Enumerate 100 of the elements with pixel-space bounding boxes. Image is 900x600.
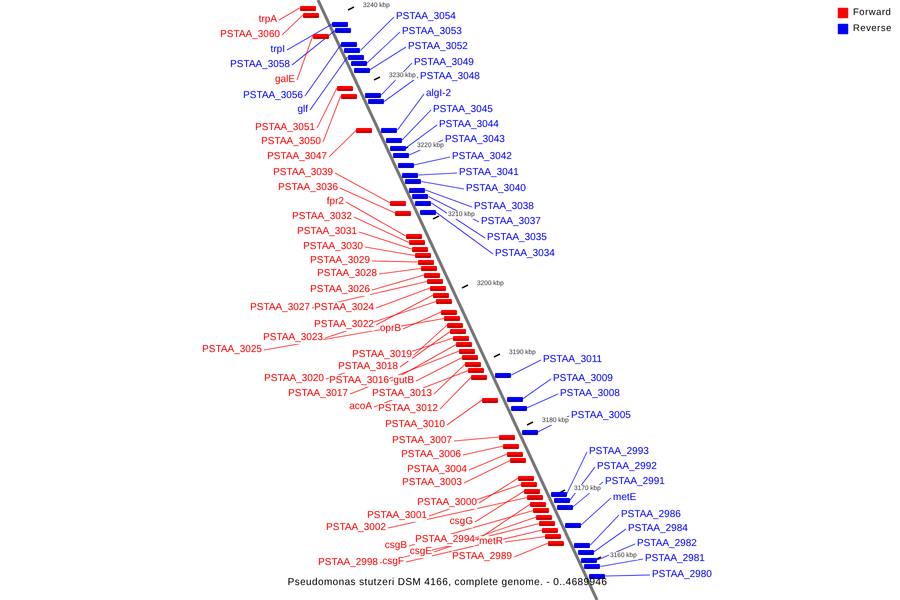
leader-line — [328, 130, 357, 158]
gene-block — [507, 452, 524, 456]
leader-line — [504, 536, 546, 542]
leader-line — [522, 378, 552, 400]
gene-block — [556, 504, 573, 510]
gene-block — [456, 342, 472, 347]
gene-label: PSTAA_3028 — [317, 268, 377, 280]
gene-label: PSTAA_3049 — [414, 57, 474, 69]
leader-line — [440, 376, 472, 410]
gene-block — [441, 310, 458, 314]
leader-line — [322, 96, 342, 142]
gene-block — [350, 61, 367, 66]
leader-line — [358, 232, 412, 250]
gene-block — [393, 152, 410, 158]
leader-line — [366, 32, 400, 64]
leader-line — [514, 542, 549, 558]
gene-block — [459, 348, 476, 354]
gene-label: PSTAA_3043 — [445, 134, 505, 146]
gene-block — [409, 188, 426, 192]
gene-block — [550, 492, 567, 496]
gene-label: PSTAA_3013 — [372, 388, 432, 400]
leader-line — [390, 344, 457, 382]
gene-block — [462, 355, 478, 360]
gene-label: PSTAA_2993 — [589, 446, 649, 458]
gene-label: PSTAA_3048 — [420, 71, 480, 83]
gene-block — [499, 434, 516, 440]
leader-line — [376, 288, 430, 308]
gene-block — [356, 128, 372, 132]
leader-line — [435, 212, 494, 254]
gene-block — [578, 550, 594, 554]
gene-block — [312, 34, 329, 38]
gene-block — [522, 430, 538, 434]
leader-line — [296, 36, 314, 80]
gene-label: PSTAA_3010 — [385, 419, 445, 431]
gene-label: metR — [479, 536, 503, 548]
gene-label: csgB — [384, 540, 407, 552]
gene-block — [368, 99, 384, 104]
leader-line — [316, 88, 338, 128]
gene-label: PSTAA_3052 — [408, 41, 468, 53]
gene-label: PSTAA_3016 — [329, 375, 389, 387]
gene-label: PSTAA_3051 — [255, 122, 315, 134]
gene-block — [565, 522, 582, 528]
gene-block — [430, 286, 446, 290]
gene-label: csgG — [450, 516, 473, 528]
gene-block — [390, 200, 406, 206]
gene-block — [524, 488, 540, 494]
gene-block — [503, 444, 520, 448]
gene-block — [336, 86, 353, 90]
gene-label: PSTAA_3007 — [392, 435, 452, 447]
leader-line — [364, 246, 416, 256]
gene-block — [447, 322, 464, 328]
gene-label: PSTAA_3027 — [250, 302, 310, 314]
gene-block — [530, 502, 546, 506]
gene-block — [381, 128, 398, 132]
gene-label: trpI — [270, 44, 285, 56]
gene-block — [574, 542, 590, 548]
gene-block — [539, 521, 556, 526]
gene-label: PSTAA_2984 — [628, 523, 688, 535]
gene-label: gutB — [393, 375, 414, 387]
gene-label: PSTAA_3041 — [459, 167, 519, 179]
leader-line — [400, 331, 451, 368]
leader-line — [510, 360, 542, 376]
leader-line — [397, 94, 424, 130]
gene-label: PSTAA_2980 — [652, 569, 712, 581]
gene-label: PSTAA_3017 — [288, 388, 348, 400]
gene-label: PSTAA_3036 — [278, 182, 338, 194]
gene-label: PSTAA_3011 — [543, 354, 602, 366]
gene-label: PSTAA_3026 — [310, 284, 370, 296]
leader-line — [478, 478, 519, 504]
leader-line — [340, 188, 396, 214]
gene-block — [395, 210, 412, 216]
leader-line — [304, 44, 342, 96]
gene-label: PSTAA_2982 — [637, 538, 697, 550]
gene-block — [415, 200, 432, 206]
leader-line — [376, 294, 434, 326]
leader-line — [424, 190, 472, 208]
leader-line — [462, 446, 504, 456]
leader-line — [434, 364, 466, 394]
gene-label: PSTAA_3045 — [433, 104, 493, 116]
gene-block — [344, 48, 360, 53]
legend-label: Forward — [853, 7, 892, 18]
gene-block — [405, 179, 422, 184]
leader-line — [278, 8, 300, 20]
leader-line — [468, 454, 508, 470]
gene-block — [420, 210, 436, 214]
gene-block — [453, 336, 470, 340]
gene-label: PSTAA_3023 — [263, 332, 323, 344]
gene-label: PSTAA_3038 — [474, 201, 534, 213]
gene-label: PSTAA_3009 — [553, 373, 613, 385]
gene-label: PSTAA_3025 — [202, 344, 262, 356]
leader-line — [414, 324, 448, 356]
gene-block — [581, 558, 598, 562]
leader-line — [406, 530, 543, 562]
caption: Pseudomonas stutzeri DSM 4166, complete genome. - 0..4689946 — [286, 577, 608, 588]
gene-label: algI-2 — [426, 88, 452, 100]
gene-block — [521, 482, 538, 487]
gene-block — [482, 398, 498, 402]
gene-block — [471, 374, 488, 380]
leader-line — [354, 216, 410, 243]
gene-label: PSTAA_3004 — [407, 464, 467, 476]
